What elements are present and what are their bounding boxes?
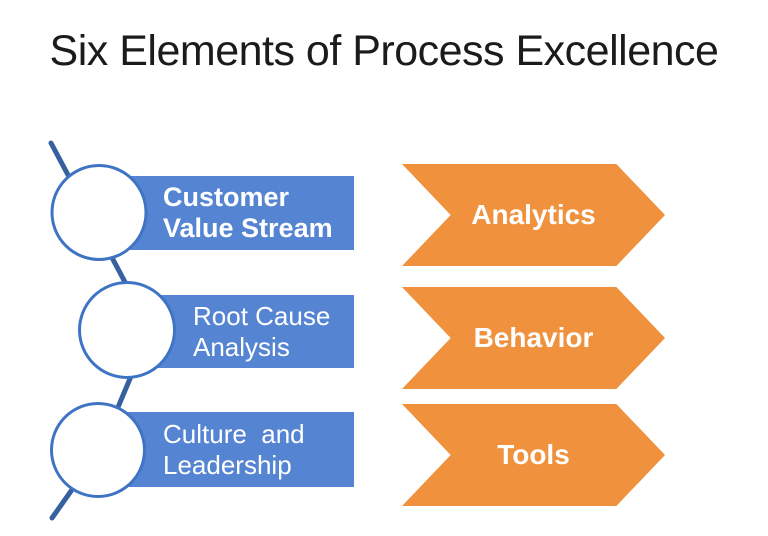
process-box-label: Customer Value Stream [163,182,333,243]
chevron-arrow-analytics: Analytics [402,164,665,266]
chevron-arrow-behavior: Behavior [402,287,665,389]
process-box-label: Root Cause Analysis [193,300,331,362]
process-box-label: Culture and Leadership [163,418,305,480]
chevron-arrow-tools: Tools [402,404,665,506]
slide-title: Six Elements of Process Excellence [49,27,719,75]
chevron-arrow-label: Behavior [473,322,594,353]
chevron-arrow-label: Tools [497,439,570,470]
chevron-arrow-label: Analytics [471,199,596,230]
process-box-root-cause-analysis: Root Cause Analysis [140,295,354,368]
process-box-culture-and-leadership: Culture and Leadership [118,412,354,487]
process-box-customer-value-stream: Customer Value Stream [118,176,354,250]
